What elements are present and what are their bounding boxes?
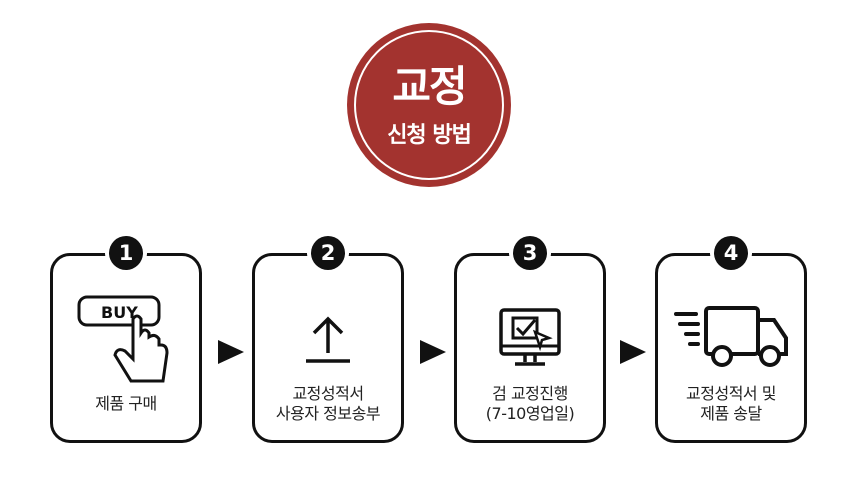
arrow-right-icon	[620, 340, 646, 364]
step-number: 1	[109, 236, 143, 270]
label-line: 검 교정진행	[492, 384, 568, 403]
label-line: 교정성적서	[292, 384, 364, 403]
monitor-check-icon	[457, 284, 603, 394]
step-1: 1 BUY 제품 구매	[50, 236, 202, 443]
step-number: 2	[311, 236, 345, 270]
step-label: 교정성적서 사용자 정보송부	[255, 382, 401, 426]
label-line: (7-10영업일)	[485, 404, 575, 423]
step-4: 4 교정성적서 및 제품 송달	[655, 236, 807, 443]
label-line: 교정성적서 및	[686, 384, 776, 403]
title-badge: 교정 신청 방법	[349, 25, 509, 185]
upload-icon	[255, 284, 401, 394]
step-label: 제품 구매	[53, 382, 199, 426]
badge-ring	[354, 30, 504, 180]
arrow-right-icon	[218, 340, 244, 364]
label-line: 제품 구매	[95, 394, 157, 413]
step-number: 3	[513, 236, 547, 270]
step-2: 2 교정성적서 사용자 정보송부	[252, 236, 404, 443]
badge-title: 교정	[392, 62, 467, 111]
buy-click-icon: BUY	[53, 284, 199, 394]
step-3: 3 검 교정진행 (7-10영업일)	[454, 236, 606, 443]
delivery-truck-icon	[658, 284, 804, 394]
buy-text: BUY	[101, 303, 138, 322]
step-label: 교정성적서 및 제품 송달	[658, 382, 804, 426]
badge-subtitle: 신청 방법	[387, 123, 472, 148]
step-label: 검 교정진행 (7-10영업일)	[457, 382, 603, 426]
label-line: 사용자 정보송부	[275, 404, 381, 423]
step-number: 4	[714, 236, 748, 270]
label-line: 제품 송달	[700, 404, 762, 423]
arrow-right-icon	[420, 340, 446, 364]
